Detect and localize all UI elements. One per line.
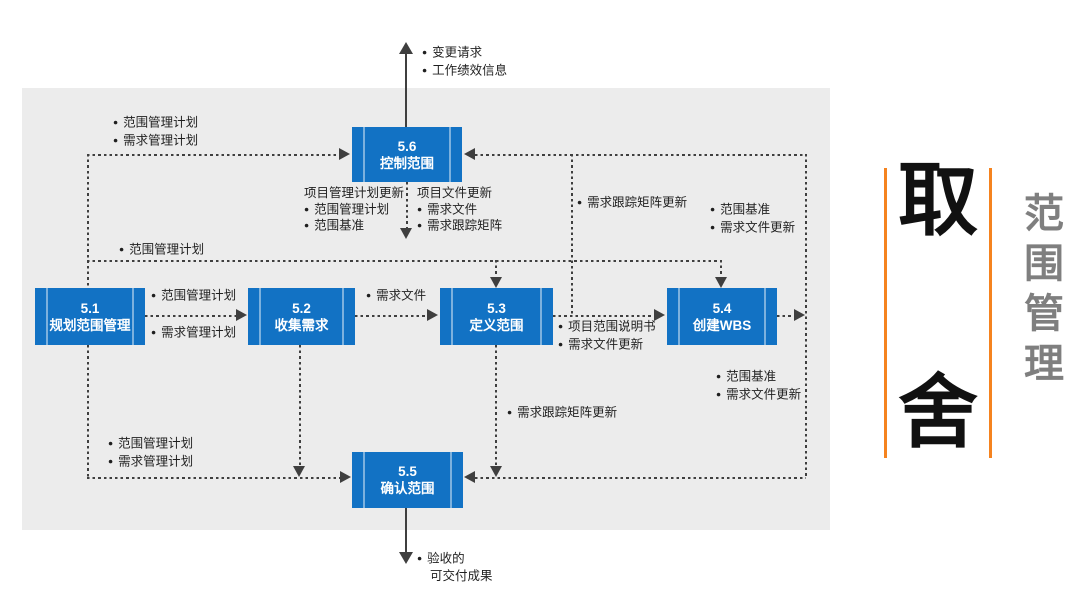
arrowhead-52-down [293, 466, 305, 477]
label-rtm-update-bottom: 需求跟踪矩阵更新 [507, 404, 617, 422]
line-53-to-54 [553, 315, 654, 317]
arrowhead-into-55-right [464, 471, 475, 483]
process-id: 5.6 [397, 138, 417, 154]
arrowhead-51-to-52 [236, 309, 247, 321]
tradeoff-title: 取 舍 [886, 160, 990, 456]
label-flow-51-52-b: 需求管理计划 [151, 324, 236, 342]
line-53-down [495, 345, 497, 466]
process-name: 收集需求 [274, 317, 329, 333]
line-branch-into-53 [495, 260, 497, 277]
line-scope-plan-mid [87, 260, 722, 262]
line-into-55-right [475, 477, 806, 479]
arrowhead-into-56-right [464, 148, 475, 160]
arrowhead-54-to-riser [794, 309, 805, 321]
line-55-to-external [405, 508, 407, 552]
orange-divider-left [884, 168, 887, 458]
arrowhead-into-53-top [490, 277, 502, 288]
line-52-down [299, 345, 301, 466]
process-id: 5.1 [80, 300, 100, 316]
arrowhead-55-to-external [399, 552, 413, 564]
arrowhead-52-to-53 [427, 309, 438, 321]
process-box-5-3: 5.3 定义范围 [440, 288, 553, 345]
process-name: 控制范围 [380, 155, 434, 171]
label-51-to-56-outputs: 范围管理计划 需求管理计划 [113, 114, 198, 149]
label-rtm-update-right: 需求跟踪矩阵更新 [577, 194, 687, 212]
line-52-to-53 [355, 315, 427, 317]
line-into-55-left [87, 477, 340, 479]
process-name: 创建WBS [692, 317, 752, 333]
line-51-down [87, 345, 89, 477]
process-box-5-1: 5.1 规划范围管理 [35, 288, 145, 345]
line-51-to-52 [145, 315, 236, 317]
section-title-vertical: 范围管理 [1018, 192, 1062, 392]
process-id: 5.2 [292, 300, 311, 316]
label-doc-updates: 项目文件更新 需求文件 需求跟踪矩阵 [417, 186, 502, 234]
line-into-56-left [87, 154, 339, 156]
arrowhead-53-to-54 [654, 309, 665, 321]
arrowhead-into-56-left [339, 148, 350, 160]
tradeoff-char-bottom: 舍 [898, 370, 978, 458]
line-54-to-riser [777, 315, 794, 317]
line-rtm-up [571, 154, 573, 316]
label-flow-52-53: 需求文件 [366, 287, 426, 305]
process-box-5-6: 5.6 控制范围 [352, 127, 462, 182]
line-into-56-right [475, 154, 806, 156]
arrowhead-into-55-left [340, 471, 351, 483]
label-scope-plan-mid: 范围管理计划 [119, 241, 204, 259]
label-baseline-into-56: 范围基准 需求文件更新 [710, 201, 795, 236]
label-flow-51-52-a: 范围管理计划 [151, 287, 236, 305]
label-pm-plan-updates: 项目管理计划更新 范围管理计划 范围基准 [304, 186, 404, 234]
tradeoff-char-top: 取 [898, 158, 978, 246]
orange-divider-right [989, 168, 992, 458]
process-id: 5.3 [487, 300, 506, 316]
arrowhead-56-output-down [400, 228, 412, 239]
process-id: 5.4 [712, 300, 732, 316]
process-name: 定义范围 [469, 317, 524, 333]
line-56-to-external [405, 50, 407, 127]
label-flow-53-54: 项目范围说明书 需求文件更新 [558, 318, 656, 353]
process-name: 确认范围 [380, 481, 435, 496]
arrowhead-into-54-top [715, 277, 727, 288]
line-56-output-down [406, 182, 408, 228]
label-51-to-55-outputs: 范围管理计划 需求管理计划 [108, 435, 193, 470]
label-56-external-outputs: 变更请求 工作绩效信息 [422, 44, 507, 79]
line-51-up [87, 154, 89, 288]
line-right-riser [805, 154, 807, 479]
process-box-5-4: 5.4 创建WBS [667, 288, 777, 345]
process-id: 5.5 [398, 464, 417, 479]
process-name: 规划范围管理 [49, 317, 131, 333]
arrowhead-56-to-external [399, 42, 413, 54]
process-box-5-5: 5.5 确认范围 [352, 452, 463, 508]
line-branch-into-54 [720, 260, 722, 277]
process-box-5-2: 5.2 收集需求 [248, 288, 355, 345]
label-55-external-output: 验收的 可交付成果 [417, 550, 492, 585]
arrowhead-53-down [490, 466, 502, 477]
label-flow-54-55: 范围基准 需求文件更新 [716, 368, 801, 403]
